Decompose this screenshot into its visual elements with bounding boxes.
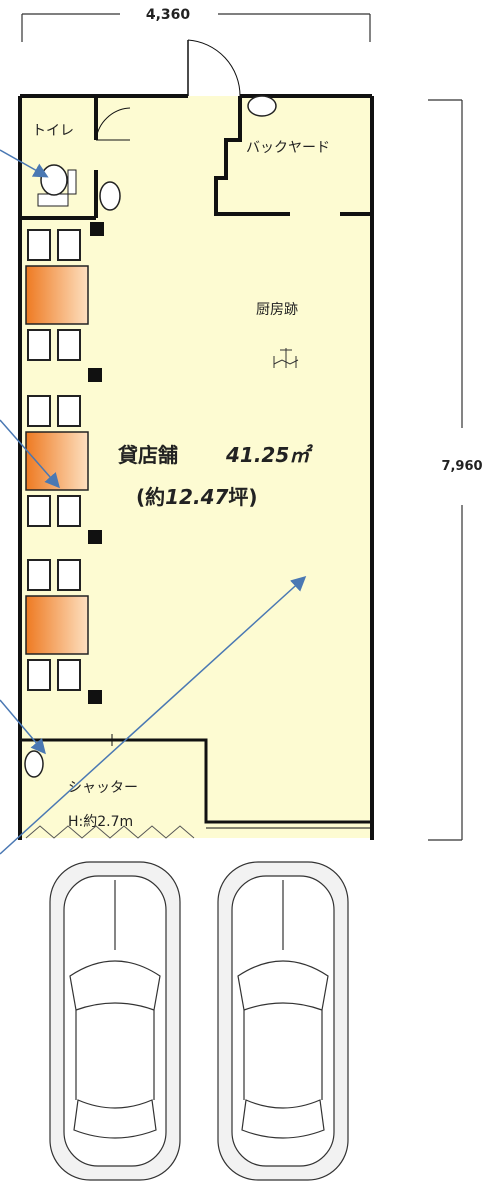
chair — [27, 495, 51, 527]
backyard-walls — [214, 96, 372, 216]
chair — [27, 395, 51, 427]
shutter-label: シャッター — [68, 780, 138, 796]
backyard-sink-icon — [247, 95, 277, 117]
parked-car-right — [217, 861, 349, 1181]
chair — [27, 559, 51, 591]
wall-pillar — [88, 530, 102, 544]
chair — [57, 559, 81, 591]
wall-pillar — [88, 368, 102, 382]
table — [25, 265, 89, 325]
width-dimension — [21, 13, 371, 42]
chair — [27, 229, 51, 261]
depth-label: 7,960 — [441, 459, 482, 474]
chair — [57, 329, 81, 361]
pointer-arrows — [0, 149, 307, 855]
toilet-door-swing — [95, 107, 131, 141]
store-name: 貸店舗 — [117, 443, 178, 467]
wall-pillar — [88, 690, 102, 704]
wall-pillar — [90, 222, 104, 236]
exit-door-swing — [187, 39, 241, 97]
chair — [57, 395, 81, 427]
entrance-sink-icon — [24, 750, 44, 778]
seating-group-1 — [25, 229, 89, 361]
shutter-walls — [20, 738, 372, 824]
toilet-label: トイレ — [32, 123, 74, 139]
sink-icon — [99, 181, 121, 211]
drain-icon — [273, 348, 299, 368]
chair — [27, 659, 51, 691]
seating-group-3 — [25, 559, 89, 691]
parked-car-left — [49, 861, 181, 1181]
toilet-walls — [20, 96, 98, 220]
table — [25, 595, 89, 655]
store-area: 41.25㎡ — [225, 443, 313, 467]
kitchen-label: 厨房跡 — [256, 302, 298, 318]
depth-dimension — [428, 99, 463, 841]
chair — [27, 329, 51, 361]
width-label: 4,360 — [146, 7, 191, 23]
backyard-label: バックヤード — [246, 140, 330, 156]
chair — [57, 659, 81, 691]
store-tsubo: (約12.47坪) — [136, 485, 258, 509]
chair — [57, 495, 81, 527]
shutter-zigzag — [25, 825, 195, 839]
shutter-height: H:約2.7m — [68, 814, 133, 830]
chair — [57, 229, 81, 261]
